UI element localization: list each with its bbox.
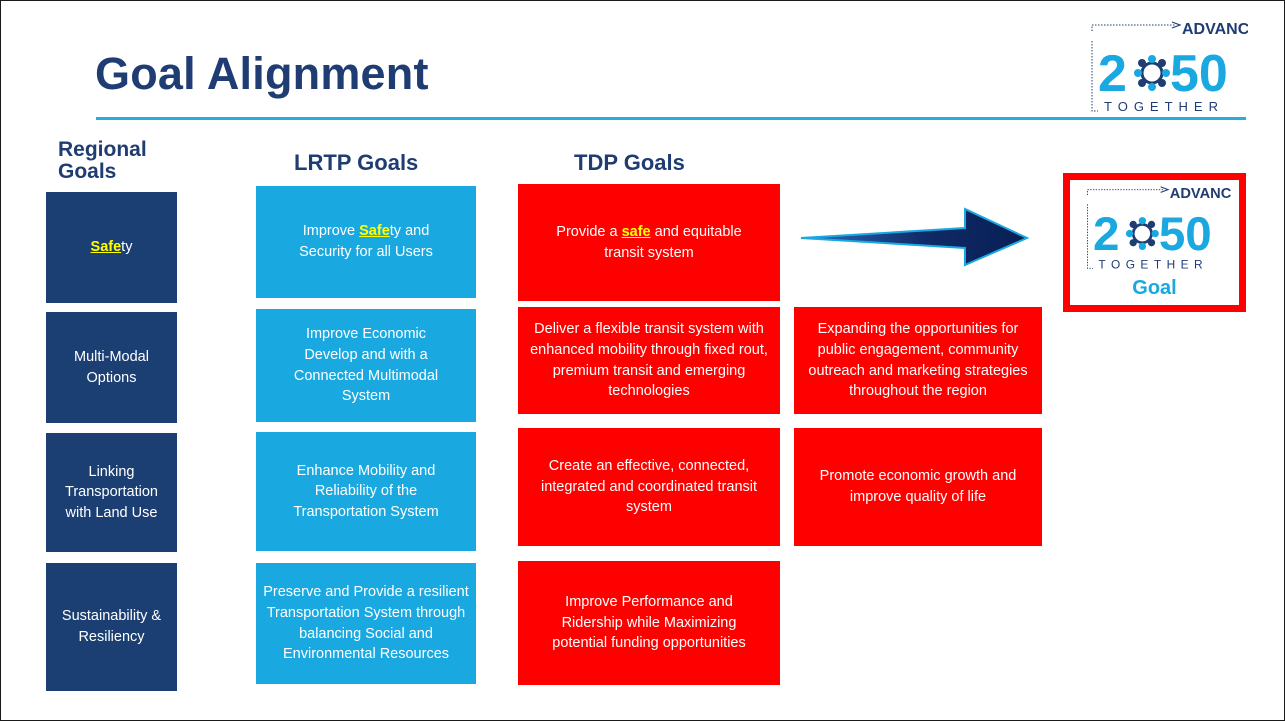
svg-text:50: 50 bbox=[1159, 208, 1212, 261]
tdp-goal-performance: Improve Performance and Ridership while … bbox=[518, 561, 780, 685]
svg-text:50: 50 bbox=[1170, 45, 1228, 103]
svg-text:2: 2 bbox=[1098, 45, 1127, 103]
svg-text:ADVANCE: ADVANCE bbox=[1170, 186, 1232, 202]
tdp-goal-safe: Provide a safe and equitable transit sys… bbox=[518, 184, 780, 301]
tdp-goal-connected: Create an effective, connected, integrat… bbox=[518, 428, 780, 546]
tdp-goal-economic-growth: Promote economic growth and improve qual… bbox=[794, 428, 1042, 546]
regional-goal-safety: Safety bbox=[46, 192, 177, 303]
svg-text:TOGETHER: TOGETHER bbox=[1104, 99, 1224, 114]
lrtp-goal-resilience: Preserve and Provide a resilient Transpo… bbox=[256, 563, 476, 684]
regional-goal-multimodal: Multi-Modal Options bbox=[46, 312, 177, 423]
regional-goal-land-use: Linking Transportation with Land Use bbox=[46, 433, 177, 552]
regional-goal-sustainability: Sustainability & Resiliency bbox=[46, 563, 177, 691]
tdp-goal-flexible: Deliver a flexible transit system with e… bbox=[518, 307, 780, 414]
safe-highlight: safe bbox=[621, 223, 651, 240]
goal-label: Goal bbox=[1132, 277, 1177, 299]
advance-2050-logo: ADVANCE 2 50 TOGETHER bbox=[1088, 21, 1260, 115]
title-underline bbox=[96, 117, 1246, 120]
safe-highlight: Safe bbox=[359, 223, 390, 240]
lrtp-goal-mobility: Enhance Mobility and Reliability of the … bbox=[256, 432, 476, 551]
lrtp-goal-economic: Improve Economic Develop and with a Conn… bbox=[256, 309, 476, 422]
svg-text:TOGETHER: TOGETHER bbox=[1098, 257, 1208, 271]
page-title: Goal Alignment bbox=[95, 48, 429, 99]
svg-text:2: 2 bbox=[1093, 208, 1119, 261]
svg-text:ADVANCE: ADVANCE bbox=[1182, 21, 1248, 38]
regional-goals-header: Regional Goals bbox=[58, 138, 147, 183]
lrtp-goals-header: LRTP Goals bbox=[294, 150, 419, 175]
safe-highlight: Safe bbox=[90, 239, 122, 256]
advance-2050-logo: ADVANCE 2 50 TOGETHER bbox=[1082, 186, 1241, 272]
lrtp-goal-safety: Improve Safety and Security for all User… bbox=[256, 186, 476, 298]
tdp-goal-engagement: Expanding the opportunities for public e… bbox=[794, 307, 1042, 414]
right-arrow-icon bbox=[799, 205, 1031, 274]
goal-logo-box: ADVANCE 2 50 TOGETHER Goal bbox=[1063, 173, 1246, 312]
tdp-goals-header: TDP Goals bbox=[574, 150, 685, 175]
